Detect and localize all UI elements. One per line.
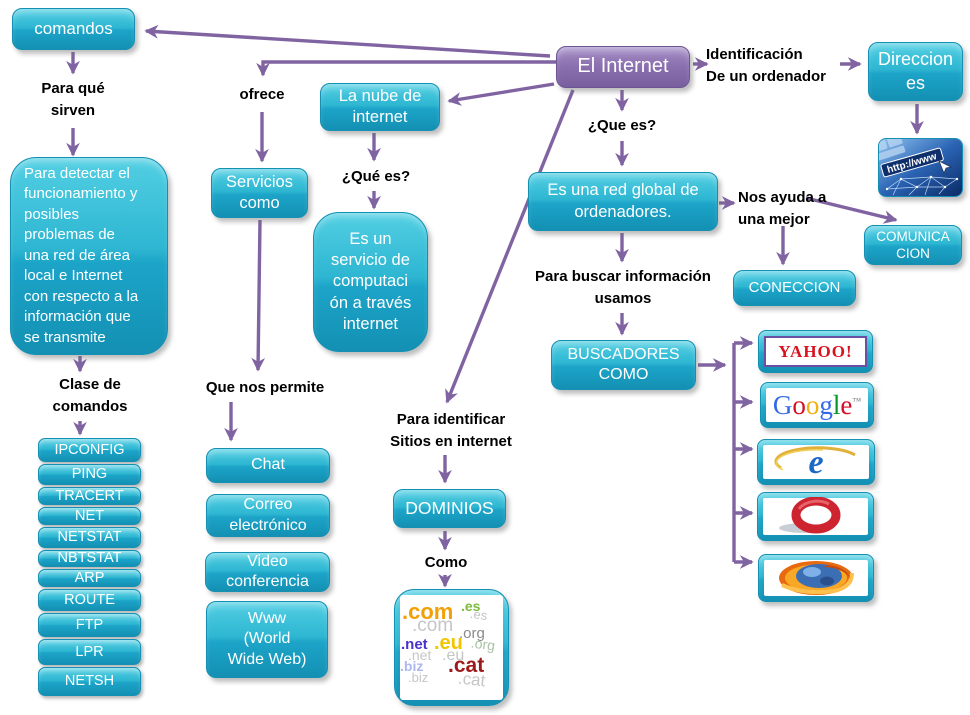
domain-word-echo: .eu [442,647,465,664]
node-command-netstat: NETSTAT [38,527,141,548]
svg-text:e: e [808,444,823,480]
node-service-video-conferencia: Video conferencia [205,552,330,592]
yahoo-logo-text: YAHOO! [778,341,853,361]
node-command-ftp: FTP [38,613,141,637]
node-command-tracert: TRACERT [38,487,141,505]
internet-explorer-logo-icon: e [763,444,869,480]
domain-word-echo: .biz [408,670,429,685]
google-logo: Google™ [766,388,868,422]
domain-word: .cat [448,654,485,677]
edge-label-para-que-sirven: Para qué sirven [41,80,105,119]
firefox-logo-icon [764,560,868,596]
node-command-ipconfig: IPCONFIG [38,438,141,462]
node-coneccion: CONECCION [733,270,856,306]
search-engine-yahoo: YAHOO! [758,330,873,373]
node-command-lpr: LPR [38,639,141,665]
command-list: IPCONFIG PING TRACERT NET NETSTAT NBTSTA… [38,438,141,696]
domain-word-echo: .net [408,647,432,663]
edge-label-clase-de-comandos: Clase de comandos [52,376,128,415]
dominios-words: .com .com .es .es .org .org .net .eu .ne… [400,595,503,700]
node-service-correo-electronico: Correo electrónico [206,494,330,537]
domain-word-echo: .es [469,605,489,624]
node-dominios: DOMINIOS [393,489,506,528]
node-command-route: ROUTE [38,589,141,611]
domain-word: .net [401,636,428,653]
node-command-net: NET [38,507,141,525]
node-red-global-definicion: Es una red global de ordenadores. [528,172,718,231]
search-engine-internet-explorer: e [757,439,875,485]
node-direcciones: Direccion es [868,42,963,101]
domain-word: .biz [400,658,424,674]
node-command-nbtstat: NBTSTAT [38,550,141,567]
edge-label-para-buscar: Para buscar información usamos [535,268,711,307]
node-command-netsh: NETSH [38,667,141,696]
domain-word: .org [459,625,485,642]
node-buscadores-como: BUSCADORES COMO [551,340,696,390]
domain-word-echo: .com [412,615,454,636]
direcciones-http-image: http://www [878,138,963,197]
edge-label-ofrece: ofrece [239,86,285,103]
edge-label-para-identificar: Para identificar Sitios en internet [390,411,512,450]
edge-label-nos-ayuda: Nos ayuda a una mejor [738,189,827,228]
node-service-www: Www (World Wide Web) [206,601,328,678]
search-engine-firefox [758,554,874,602]
domain-word: .eu [434,632,463,654]
node-command-arp: ARP [38,569,141,587]
node-la-nube-de-internet: La nube de internet [320,83,440,131]
domain-word-echo: .org [470,634,497,654]
opera-logo-icon [763,497,868,535]
yahoo-logo: YAHOO! [764,336,867,367]
domain-word: .com [402,599,454,624]
search-engine-opera [757,492,874,541]
edge-label-como: Como [424,554,468,571]
node-service-chat: Chat [206,448,330,483]
domain-word-echo: .cat [457,668,487,691]
node-el-internet: El Internet [556,46,690,88]
node-nube-definicion: Es un servicio de computaci ón a través … [313,212,428,352]
search-engine-google: Google™ [760,382,874,428]
edge-label-identificacion: Identificación De un ordenador [706,46,827,85]
cursor-arrow-icon [938,160,953,174]
edge-label-que-nos-permite: Que nos permite [205,379,325,396]
google-logo-text: Google™ [772,389,862,420]
edge-label-que-es-nube: ¿Qué es? [341,168,411,185]
edge-label-que-es-root: ¿Que es? [587,117,657,134]
dominios-image: .com .com .es .es .org .org .net .eu .ne… [394,589,509,706]
domain-word: .es [461,598,481,614]
node-command-ping: PING [38,464,141,485]
node-servicios-como: Servicios como [211,168,308,218]
node-comandos-descripcion: Para detectar el funcionamiento y posibl… [10,157,168,355]
node-comunicacion: COMUNICA CION [864,225,962,265]
node-comandos: comandos [12,8,135,50]
trademark-symbol: ™ [852,395,862,406]
